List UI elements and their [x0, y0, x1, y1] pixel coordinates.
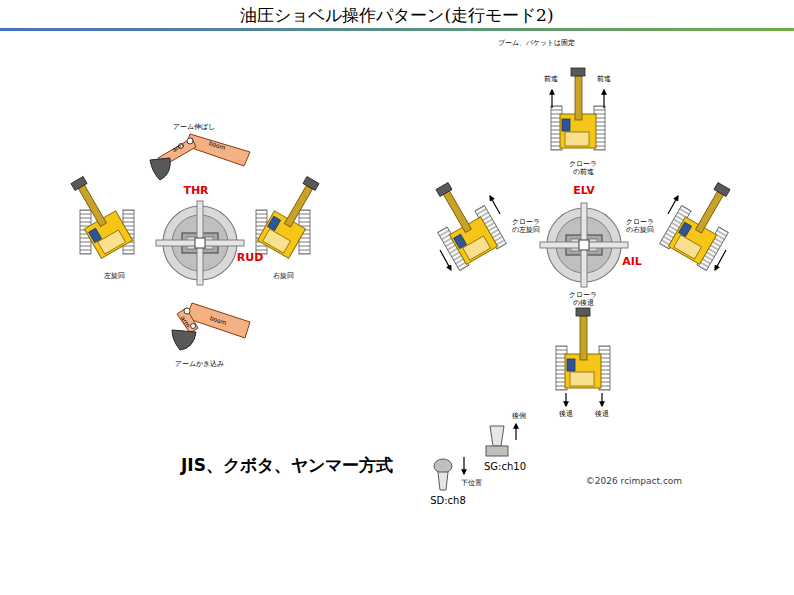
direction-label: 前進: [544, 75, 558, 83]
switch-sg: [486, 424, 516, 456]
channel-label: ELV: [573, 185, 595, 198]
arm-retract-figure: [172, 303, 250, 350]
part-label: boom: [209, 315, 227, 327]
direction-label: 前進: [597, 75, 611, 83]
page-title: 油圧ショベル操作パターン(走行モード2): [240, 6, 553, 26]
part-label: arm: [171, 142, 185, 154]
direction-label: 後退: [595, 410, 609, 418]
position-label: 後側: [512, 412, 526, 420]
copyright: ©2026 rcimpact.com: [586, 476, 682, 486]
note: ブーム、バケットは固定: [498, 39, 575, 47]
switch-label: SG:ch10: [484, 461, 526, 473]
action-label: クローラ の左旋回: [511, 218, 541, 234]
part-label: boom: [208, 140, 226, 152]
direction-label: 後退: [559, 410, 573, 418]
action-label: アームかき込み: [175, 360, 224, 368]
part-label: arm: [179, 315, 191, 329]
action-label: クローラ の前進: [568, 160, 598, 176]
action-label: アーム伸ばし: [173, 123, 215, 131]
switch-label: SD:ch8: [430, 495, 466, 507]
channel-label: THR: [183, 185, 208, 198]
scheme-label: JIS、クボタ、ヤンマー方式: [181, 456, 393, 476]
channel-label: RUD: [237, 252, 264, 265]
action-label: 左旋回: [104, 272, 125, 280]
switch-sd: [434, 457, 464, 490]
channel-label: AIL: [622, 256, 642, 269]
action-label: クローラ の後退: [568, 291, 598, 307]
action-label: 右旋回: [273, 272, 294, 280]
action-label: クローラ の右旋回: [625, 218, 655, 234]
position-label: 下位置: [461, 479, 482, 487]
arm-extend-figure: [150, 134, 250, 180]
